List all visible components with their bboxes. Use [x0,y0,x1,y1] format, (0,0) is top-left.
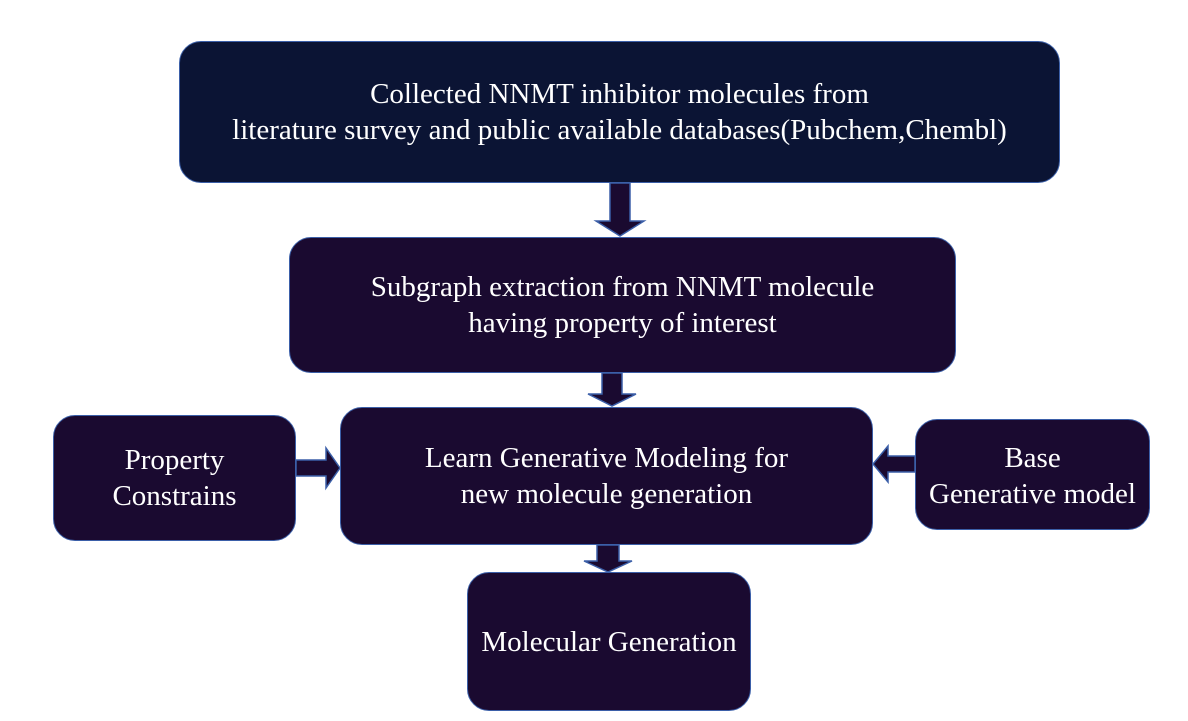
node-collect-line-2: literature survey and public available d… [232,114,1007,146]
node-molecular-generation: Molecular Generation [467,572,751,711]
node-learn-line-1: Learn Generative Modeling for [424,442,789,474]
node-property-constrains: Property Constrains [53,415,296,541]
node-collect-molecules: Collected NNMT inhibitor molecules from … [179,41,1060,183]
node-subgraph-line-1: Subgraph extraction from NNMT molecule [370,271,875,303]
node-collect-line-1: Collected NNMT inhibitor molecules from [370,78,869,110]
node-learn-line-2: new molecule generation [460,478,753,510]
arrow-learn-to-molecular [583,544,633,573]
node-base-generative-model: Base Generative model [915,419,1150,530]
arrow-property-to-learn [295,445,341,491]
node-molecular-line-1: Molecular Generation [481,625,737,658]
arrow-collect-to-subgraph [593,182,647,237]
node-base-line-2: Generative model [929,478,1136,510]
node-property-line-1: Property [124,444,225,476]
arrow-subgraph-to-learn [587,372,637,407]
arrow-base-to-learn [872,443,916,485]
node-learn-generative-modeling: Learn Generative Modeling for new molecu… [340,407,873,545]
node-property-line-2: Constrains [112,480,237,512]
node-subgraph-line-2: having property of interest [468,307,777,339]
node-base-line-1: Base [1004,442,1061,474]
node-subgraph-extraction: Subgraph extraction from NNMT molecule h… [289,237,956,373]
